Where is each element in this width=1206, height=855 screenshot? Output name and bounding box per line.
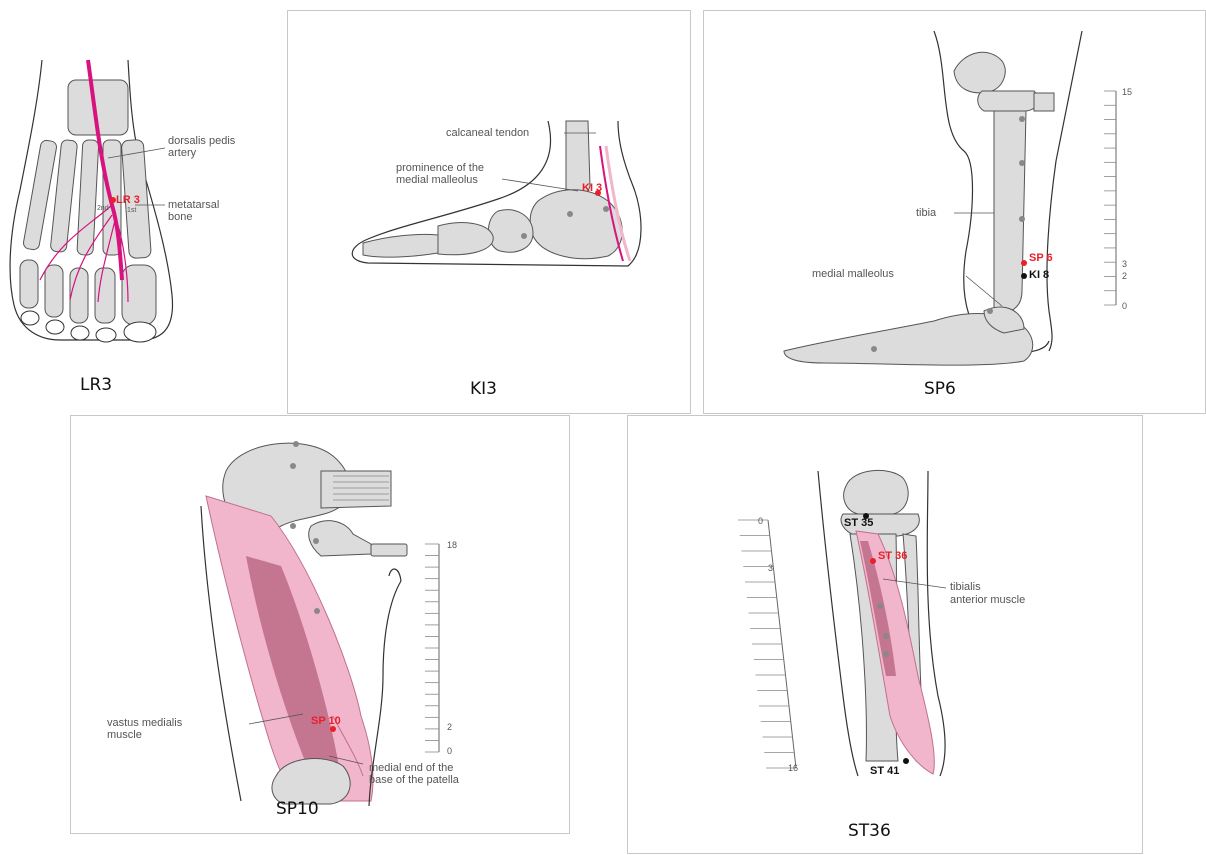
sp6-leg-illustration: SP 6 KI 8 tibia medial malleolus 15 3 2 … [704, 11, 1206, 415]
tibia-bone [994, 111, 1026, 313]
svg-text:1st: 1st [127, 207, 136, 214]
svg-text:ST 35: ST 35 [844, 517, 873, 529]
ki8-point [1021, 273, 1027, 279]
svg-text:muscle: muscle [107, 729, 142, 741]
svg-text:medial malleolus: medial malleolus [396, 174, 478, 186]
svg-text:0: 0 [1122, 301, 1127, 311]
panel-sp6: SP 6 KI 8 tibia medial malleolus 15 3 2 … [703, 10, 1206, 414]
svg-text:tibialis: tibialis [950, 581, 981, 593]
svg-text:18: 18 [447, 540, 457, 550]
svg-text:dorsalis pedis: dorsalis pedis [168, 135, 236, 147]
svg-text:bone: bone [168, 211, 192, 223]
svg-text:ST 36: ST 36 [878, 550, 907, 562]
lr3-foot-illustration: LR 3 2nd 1st dorsalis pedis artery metat… [0, 40, 280, 410]
panel-ki3: KI 3 calcaneal tendon prominence of the … [287, 10, 691, 414]
svg-text:metatarsal: metatarsal [168, 199, 219, 211]
svg-text:ST 41: ST 41 [870, 765, 899, 777]
svg-text:0: 0 [758, 516, 763, 526]
svg-text:2: 2 [1122, 271, 1127, 281]
panel-sp10: SP 10 vastus medialis muscle medial end … [70, 415, 570, 834]
svg-text:16: 16 [788, 763, 798, 773]
svg-text:2nd: 2nd [97, 205, 109, 212]
svg-text:15: 15 [1122, 87, 1132, 97]
st36-leg-illustration: ST 35 ST 36 ST 41 tibialis anterior musc… [628, 416, 1144, 855]
svg-text:vastus medialis: vastus medialis [107, 717, 183, 729]
svg-text:LR 3: LR 3 [116, 194, 140, 206]
caption-st36: ST36 [848, 821, 891, 841]
svg-text:prominence of the: prominence of the [396, 162, 484, 174]
caption-sp6: SP6 [924, 379, 956, 399]
svg-text:anterior muscle: anterior muscle [950, 594, 1025, 606]
st41-point [903, 758, 909, 764]
svg-text:calcaneal tendon: calcaneal tendon [446, 127, 529, 139]
st36-scale-ruler [738, 520, 796, 768]
svg-text:medial end of the: medial end of the [369, 762, 453, 774]
sp10-scale-ruler [425, 544, 439, 752]
ki3-ankle-illustration: KI 3 calcaneal tendon prominence of the … [288, 11, 692, 415]
svg-text:3: 3 [1122, 259, 1127, 269]
svg-text:2: 2 [447, 722, 452, 732]
svg-text:tibia: tibia [916, 207, 937, 219]
panel-st36: ST 35 ST 36 ST 41 tibialis anterior musc… [627, 415, 1143, 854]
caption-lr3: LR3 [80, 375, 112, 395]
caption-sp10: SP10 [276, 799, 319, 819]
caption-ki3: KI3 [470, 379, 497, 399]
svg-text:SP 10: SP 10 [311, 715, 341, 727]
sp10-thigh-illustration: SP 10 vastus medialis muscle medial end … [71, 416, 571, 835]
svg-text:medial malleolus: medial malleolus [812, 268, 894, 280]
svg-text:3: 3 [768, 563, 773, 573]
sp6-point [1021, 260, 1027, 266]
svg-text:0: 0 [447, 746, 452, 756]
sp6-scale-ruler [1104, 91, 1116, 305]
svg-text:KI 3: KI 3 [582, 182, 602, 194]
st36-point [870, 558, 876, 564]
svg-text:base of the patella: base of the patella [369, 774, 460, 786]
svg-text:artery: artery [168, 147, 197, 159]
svg-text:SP 6: SP 6 [1029, 252, 1053, 264]
panel-lr3: LR 3 2nd 1st dorsalis pedis artery metat… [0, 40, 280, 410]
svg-text:KI 8: KI 8 [1029, 269, 1049, 281]
